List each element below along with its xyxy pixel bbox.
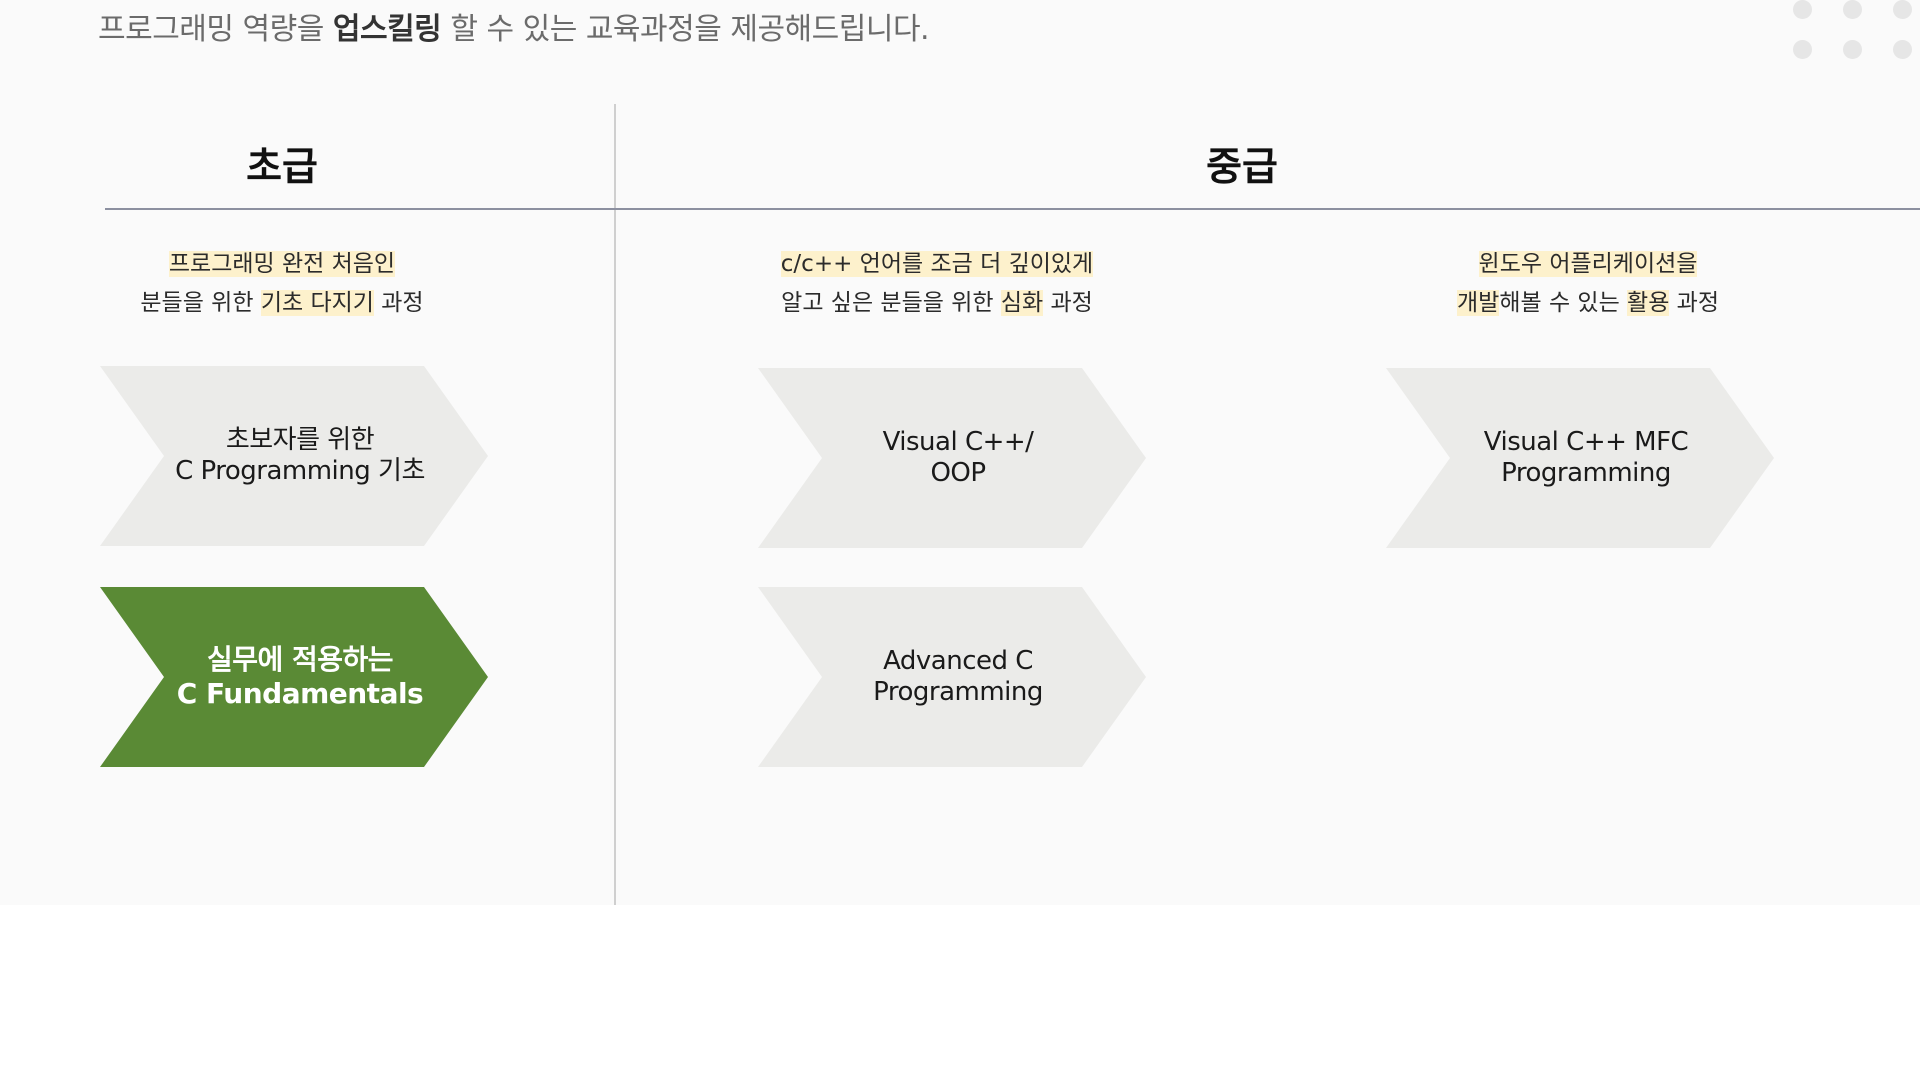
description-text: 과정 xyxy=(1669,290,1720,316)
highlighted-text: c/c++ 언어를 조금 더 깊이있게 xyxy=(780,251,1094,277)
decorative-dot xyxy=(1893,40,1912,59)
description-line: 알고 싶은 분들을 위한 심화 과정 xyxy=(737,284,1137,323)
course-label: Visual C++/ OOP xyxy=(882,427,1034,488)
chevron-shape xyxy=(100,587,488,767)
course-chevron[interactable]: 실무에 적용하는 C Fundamentals xyxy=(100,587,488,767)
decorative-dot xyxy=(1893,0,1912,19)
header-divider xyxy=(105,208,1920,210)
highlighted-text: 심화 xyxy=(1000,290,1044,316)
course-label: Visual C++ MFC Programming xyxy=(1483,427,1689,488)
decorative-dot xyxy=(1793,0,1812,19)
highlighted-text: 프로그래밍 완전 처음인 xyxy=(168,251,396,277)
column-divider xyxy=(614,104,616,905)
content-panel: 프로그래밍 역량을 업스킬링 할 수 있는 교육과정을 제공해드립니다. 초급 … xyxy=(82,0,1920,905)
intro-text: 프로그래밍 역량을 업스킬링 할 수 있는 교육과정을 제공해드립니다. xyxy=(98,12,930,47)
highlighted-text: 개발 xyxy=(1456,290,1500,316)
description-text: 과정 xyxy=(373,290,424,316)
description-line: 분들을 위한 기초 다지기 과정 xyxy=(82,284,482,323)
course-label: 초보자를 위한 C Programming 기초 xyxy=(175,425,425,486)
highlighted-text: 활용 xyxy=(1627,290,1670,316)
course-label: Advanced C Programming xyxy=(873,646,1043,707)
course-label: 실무에 적용하는 C Fundamentals xyxy=(176,643,424,710)
chevron-shape xyxy=(100,366,488,546)
description-text: 해볼 수 있는 xyxy=(1499,290,1628,316)
description-line: 윈도우 어플리케이션을 xyxy=(1388,245,1788,284)
description-text: 분들을 위한 xyxy=(140,290,261,316)
decorative-dot xyxy=(1843,0,1862,19)
decorative-dot xyxy=(1843,40,1862,59)
course-chevron[interactable]: Advanced C Programming xyxy=(758,587,1146,767)
course-chevron[interactable]: Visual C++ MFC Programming xyxy=(1386,368,1774,548)
description-line: c/c++ 언어를 조금 더 깊이있게 xyxy=(737,245,1137,284)
description-line: 프로그래밍 완전 처음인 xyxy=(82,245,482,284)
level-title-beginner: 초급 xyxy=(246,145,318,190)
course-chevron[interactable]: 초보자를 위한 C Programming 기초 xyxy=(100,366,488,546)
course-chevron[interactable]: Visual C++/ OOP xyxy=(758,368,1146,548)
decorative-dot xyxy=(1793,40,1812,59)
description-text: 알고 싶은 분들을 위한 xyxy=(781,290,1001,316)
description-line: 개발해볼 수 있는 활용 과정 xyxy=(1388,284,1788,323)
chevron-shape xyxy=(758,587,1146,767)
description-text: 과정 xyxy=(1043,290,1093,316)
level-title-intermediate: 중급 xyxy=(1206,145,1278,190)
chevron-shape xyxy=(1386,368,1774,548)
chevron-shape xyxy=(758,368,1146,548)
highlighted-text: 윈도우 어플리케이션을 xyxy=(1478,251,1698,277)
highlighted-text: 기초 다지기 xyxy=(260,290,374,316)
